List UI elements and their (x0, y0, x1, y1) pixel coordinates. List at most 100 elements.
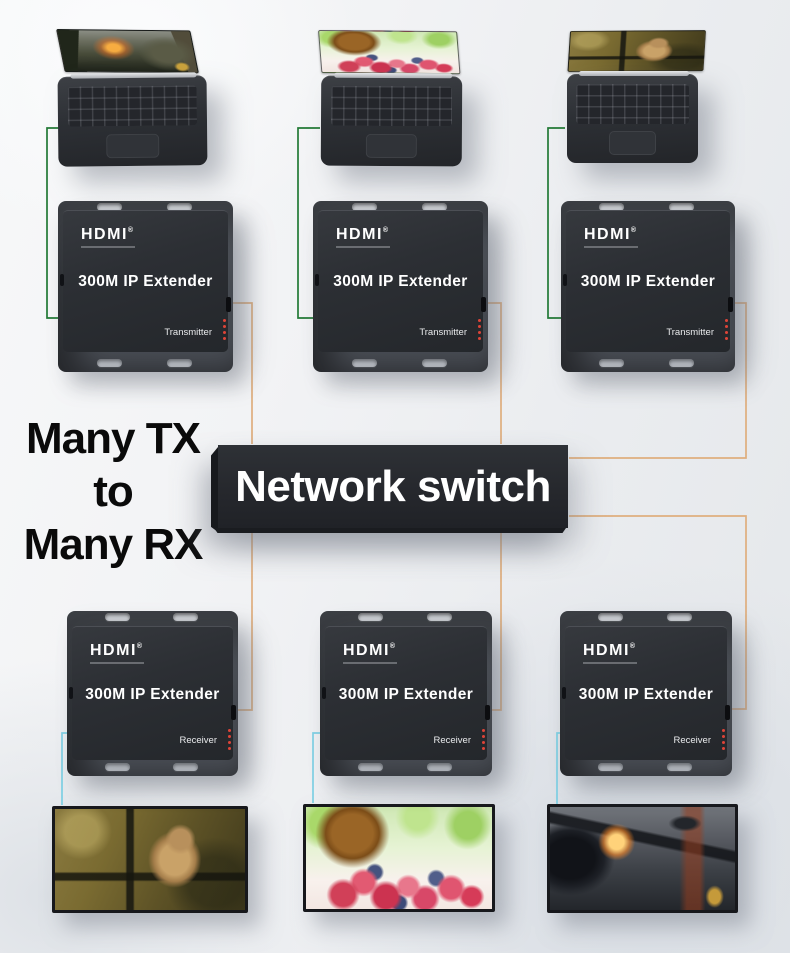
laptop-keyboard (330, 85, 453, 127)
hdmi-logo: HDMI® (343, 643, 397, 664)
status-leds (223, 319, 226, 340)
laptop-hinge (333, 72, 453, 79)
mount-slot (351, 359, 377, 367)
headline-many-tx-to-many-rx: Many TX to Many RX (10, 412, 216, 571)
receiver-3-faceplate: HDMI® 300M IP Extender Receiver (562, 626, 730, 760)
monitor1-screen-chipmunk (55, 809, 245, 910)
model-label: 300M IP Extender (78, 273, 213, 291)
laptop-trackpad (365, 133, 417, 159)
transmitter-2: HDMI® 300M IP Extender Transmitter (313, 201, 488, 372)
role-label: Transmitter (666, 327, 714, 338)
status-leds (725, 319, 728, 340)
hdmi-tagline (336, 246, 390, 248)
receiver-1-faceplate: HDMI® 300M IP Extender Receiver (69, 626, 236, 760)
lan-port (485, 705, 490, 720)
transmitter-1-faceplate: HDMI® 300M IP Extender Transmitter (60, 210, 231, 352)
mount-slot (599, 203, 625, 211)
status-leds (482, 729, 485, 750)
cable-switch-rx2 (489, 529, 502, 711)
model-label: 300M IP Extender (338, 685, 474, 703)
laptop3-screen-chipmunk (567, 30, 707, 72)
laptop2-keyboard-deck (320, 72, 463, 167)
mount-slot (597, 763, 623, 771)
hdmi-out-port (322, 686, 326, 699)
mount-slot (166, 203, 192, 211)
status-leds (228, 729, 231, 750)
receiver-2: HDMI® 300M IP Extender Receiver (320, 611, 492, 776)
model-label: 300M IP Extender (580, 273, 716, 291)
laptop-hinge (578, 71, 689, 76)
mount-slot (166, 359, 192, 367)
cable-tx2-switch (484, 302, 502, 444)
mount-slot (173, 613, 199, 621)
mount-slot (96, 203, 122, 211)
model-label: 300M IP Extender (333, 273, 468, 291)
mount-slot (666, 613, 692, 621)
transmitter-3-faceplate: HDMI® 300M IP Extender Transmitter (563, 210, 733, 352)
laptop-keyboard (68, 85, 197, 128)
laptop3-keyboard-deck (567, 71, 698, 163)
hdmi-logo: HDMI® (81, 227, 135, 248)
role-label: Transmitter (164, 327, 212, 338)
mount-slot (351, 203, 377, 211)
mount-slot (173, 763, 199, 771)
lan-port (725, 705, 730, 720)
mount-slot (421, 203, 447, 211)
mount-slot (668, 203, 694, 211)
laptop1-screen-fps-game (56, 29, 199, 74)
role-label: Receiver (673, 735, 712, 746)
laptop-trackpad (608, 130, 657, 155)
hdmi-logo: HDMI® (336, 227, 390, 248)
model-label: 300M IP Extender (578, 685, 714, 703)
headline-line2: to (93, 467, 134, 516)
display-monitor-1 (52, 806, 248, 913)
mount-slot (599, 359, 625, 367)
laptop-hinge (70, 72, 197, 79)
role-label: Transmitter (419, 327, 467, 338)
network-switch-label: Network switch (235, 461, 551, 511)
headline-line3: Many RX (23, 520, 204, 569)
mount-slot (104, 763, 130, 771)
mount-slot (104, 613, 130, 621)
display-monitor-2 (303, 804, 495, 912)
hdmi-in-port (60, 274, 64, 287)
cable-laptop2-tx2 (297, 127, 320, 319)
mount-slot (426, 613, 452, 621)
network-switch: Network switch (218, 445, 568, 528)
hdmi-logo: HDMI® (583, 643, 637, 664)
mount-slot (597, 613, 623, 621)
laptop-trackpad (105, 133, 160, 159)
model-label: 300M IP Extender (85, 685, 220, 703)
monitor2-screen-berries (306, 807, 492, 909)
mount-slot (357, 613, 383, 621)
lan-port (231, 705, 236, 720)
mount-slot (421, 359, 447, 367)
hdmi-logo: HDMI® (90, 643, 144, 664)
hdmi-out-port (69, 686, 73, 699)
hdmi-tagline (583, 662, 637, 664)
status-leds (478, 319, 481, 340)
receiver-3: HDMI® 300M IP Extender Receiver (560, 611, 732, 776)
mount-slot (357, 763, 383, 771)
laptop-keyboard (576, 83, 689, 124)
hdmi-tagline (90, 662, 144, 664)
hdmi-tagline (584, 246, 638, 248)
cable-laptop3-tx3 (547, 127, 567, 319)
cable-switch-rx1 (235, 529, 253, 711)
mount-slot (96, 359, 122, 367)
transmitter-3: HDMI® 300M IP Extender Transmitter (561, 201, 735, 372)
status-leds (722, 729, 725, 750)
laptop2-screen-berries (318, 30, 461, 75)
hdmi-out-port (562, 686, 566, 699)
lan-port (226, 297, 231, 312)
hdmi-in-port (563, 274, 567, 287)
mount-slot (426, 763, 452, 771)
cable-tx3-switch (569, 302, 747, 459)
hdmi-logo: HDMI® (584, 227, 638, 248)
hdmi-tagline (343, 662, 397, 664)
display-monitor-3 (547, 804, 738, 913)
cable-tx1-switch (229, 302, 253, 444)
mount-slot (666, 763, 692, 771)
mount-slot (668, 359, 694, 367)
